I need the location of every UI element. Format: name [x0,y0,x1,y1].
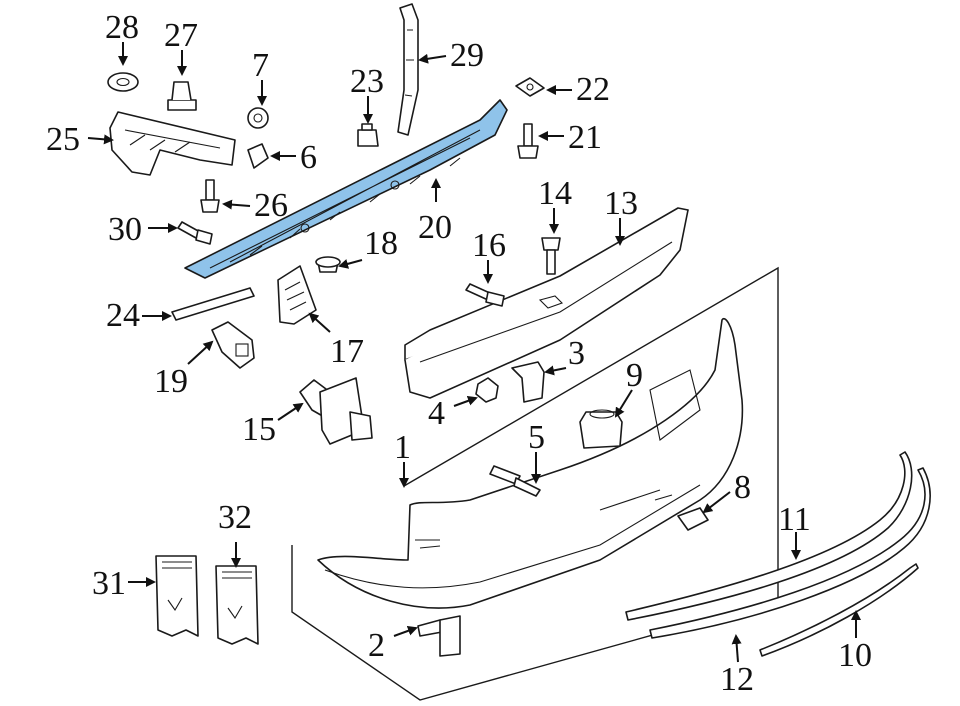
grommet-7-part [247,107,269,129]
label-31-part [155,555,199,637]
molding-10-part [759,563,919,657]
bracket-25-part [109,111,236,176]
clip-6-part [247,143,269,169]
bolt-26-part [200,179,220,213]
callout-20: 20 [418,209,452,246]
callout-29: 29 [450,37,484,74]
callout-22: 22 [576,71,610,108]
molding-12-part [649,467,931,639]
callout-3: 3 [568,335,585,372]
sensor-9-part [579,409,623,449]
callout-13: 13 [604,185,638,222]
trim-strip-24-part [171,287,255,321]
callout-14: 14 [538,175,572,212]
callout-10: 10 [838,637,872,674]
bracket-2-part [417,615,461,657]
bolt-21-part [517,123,539,159]
callout-11: 11 [778,501,811,538]
bracket-19-part [211,321,255,369]
bumper-cover-part [317,318,744,609]
bracket-29-part [397,3,419,136]
callout-9: 9 [626,357,643,394]
callout-19: 19 [154,363,188,400]
bolt-30-part [177,221,213,245]
callout-25: 25 [46,121,80,158]
callout-26: 26 [254,187,288,224]
bracket-3-part [511,361,545,403]
callout-23: 23 [350,63,384,100]
reinforcement-beam-part [404,207,689,399]
tow-cover-8-part [677,507,709,531]
bolt-14-part [541,237,561,275]
callout-21: 21 [568,119,602,156]
clip-28-part [107,72,139,92]
leader-arrows [87,42,861,663]
callout-labels: 28 27 7 6 25 26 30 29 23 22 21 20 18 14 … [46,9,872,698]
retainer-18-part [315,256,341,273]
upper-absorber-highlighted-part [184,99,508,279]
callout-4: 4 [428,395,445,432]
label-32-part [215,565,259,645]
callout-2: 2 [368,627,385,664]
nut-22-part [515,77,545,97]
stud-5-part [489,465,541,497]
callout-27: 27 [164,17,198,54]
callout-32: 32 [218,499,252,536]
molding-11-part [625,451,913,621]
pin-23-part [357,123,379,147]
mount-15-part [299,377,373,445]
mount-bracket-17-part [277,265,317,325]
callout-17: 17 [330,333,364,370]
callout-31: 31 [92,565,126,602]
callout-30: 30 [108,211,142,248]
bolt-16-part [465,283,505,307]
callout-15: 15 [242,411,276,448]
callout-24: 24 [106,297,140,334]
callout-5: 5 [528,419,545,456]
callout-18: 18 [364,225,398,262]
nut-4-part [475,377,499,403]
callout-12: 12 [720,661,754,698]
callout-8: 8 [734,469,751,506]
bumper-assembly-box [291,266,779,701]
callout-6: 6 [300,139,317,176]
callout-1: 1 [394,429,411,466]
callout-28: 28 [105,9,139,46]
callout-7: 7 [252,47,269,84]
callout-16: 16 [472,227,506,264]
clip-27-part [167,81,197,111]
